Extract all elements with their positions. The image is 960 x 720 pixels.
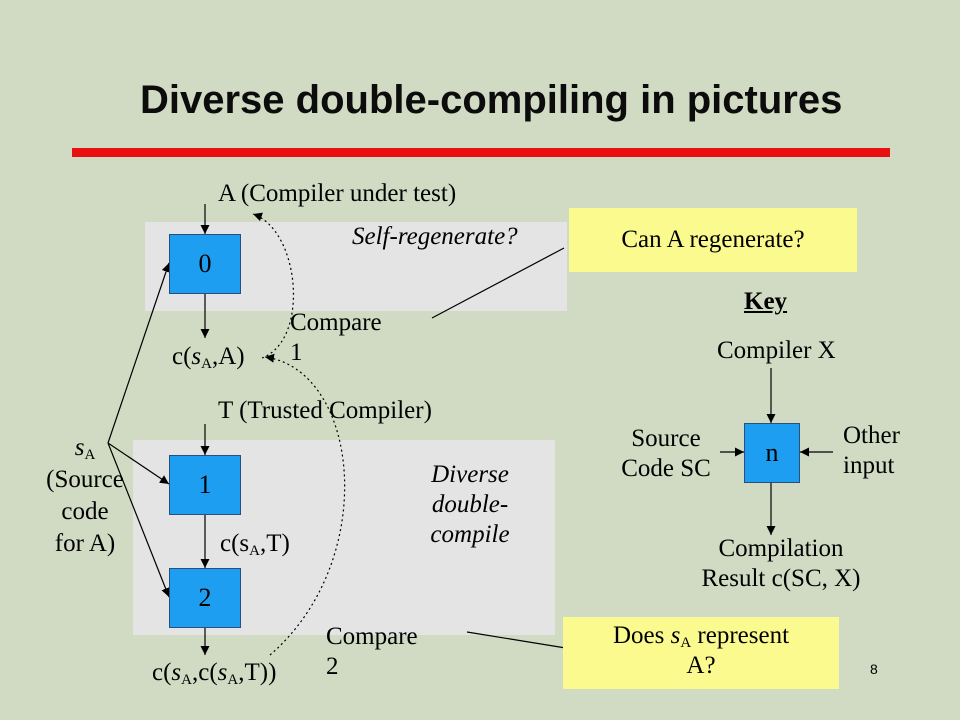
trusted-compiler-label: T (Trusted Compiler): [218, 397, 432, 424]
arrow-sa-to-box2: [107, 442, 170, 598]
can-a-regenerate-note: Can A regenerate?: [569, 208, 857, 272]
arrow-sa-to-box1: [107, 442, 170, 485]
compare1-callout-line: [431, 247, 565, 319]
c-sa-c-sa-t-label: c(sA,c(sA,T)): [152, 659, 277, 688]
page-number: 8: [870, 661, 878, 677]
key-heading: Key: [744, 288, 788, 315]
compiler-box-2: 2: [169, 568, 241, 628]
compare2-dotted-arrow: [264, 353, 346, 656]
title-underline: [72, 148, 890, 157]
compiler-box-0: 0: [169, 234, 241, 294]
self-regenerate-label: Self-regenerate?: [352, 223, 518, 250]
does-sa-represent-a-note: Does sA represent A?: [563, 617, 839, 689]
compare1-dotted-arrow: [252, 212, 295, 359]
compare2-callout-line: [466, 631, 579, 651]
key-compiler-x-label: Compiler X: [717, 337, 836, 364]
arrow-sa-to-box0: [107, 262, 171, 444]
c-sa-t-label: c(sA,T): [220, 530, 290, 559]
source-code-sa-label: sA (Source code for A): [46, 434, 124, 557]
compiler-box-1: 1: [169, 455, 241, 515]
key-compiler-box-n: n: [744, 423, 800, 483]
compiler-a-label: A (Compiler under test): [218, 180, 457, 207]
slide-title: Diverse double-compiling in pictures: [140, 78, 843, 122]
c-sa-a-label: c(sA,A): [172, 343, 245, 372]
